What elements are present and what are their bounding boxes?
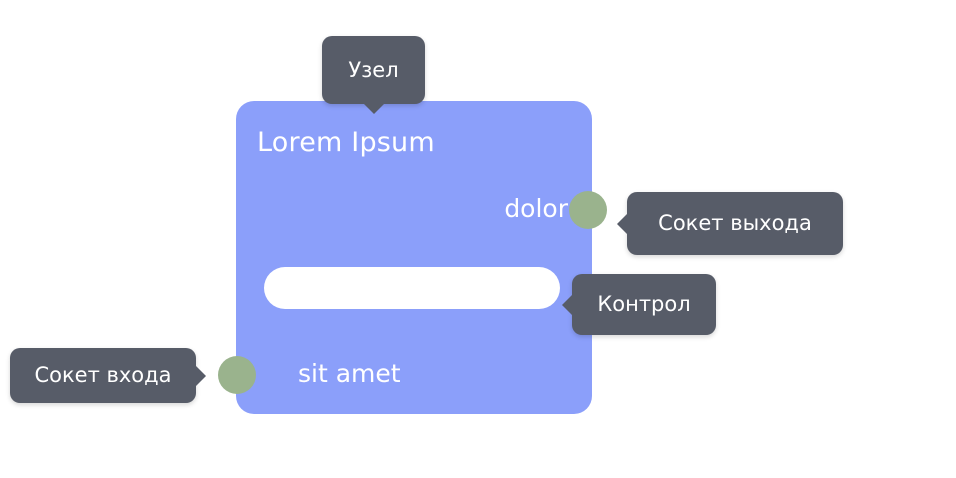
tooltip-node: Узел [322,36,425,114]
control-text-input[interactable] [264,267,560,309]
tooltip-control-label: Контрол [597,292,691,316]
input-port-row: sit amet [298,356,401,392]
output-port-label: dolor [504,194,568,223]
output-port-row: dolor [236,191,568,227]
tooltip-node-label: Узел [348,57,399,82]
node-body[interactable]: Lorem Ipsum dolor sit amet [236,101,592,414]
input-port-label: sit amet [298,359,401,388]
node-title: Lorem Ipsum [257,127,435,158]
output-socket[interactable] [569,191,607,229]
tooltip-output-socket: Сокет выхода [617,192,843,255]
tooltip-input-socket-label: Сокет входа [34,363,172,387]
tooltip-output-socket-label: Сокет выхода [658,211,812,235]
tooltip-input-socket: Сокет входа [10,348,206,403]
tooltip-control: Контрол [562,274,716,335]
input-socket[interactable] [218,356,256,394]
